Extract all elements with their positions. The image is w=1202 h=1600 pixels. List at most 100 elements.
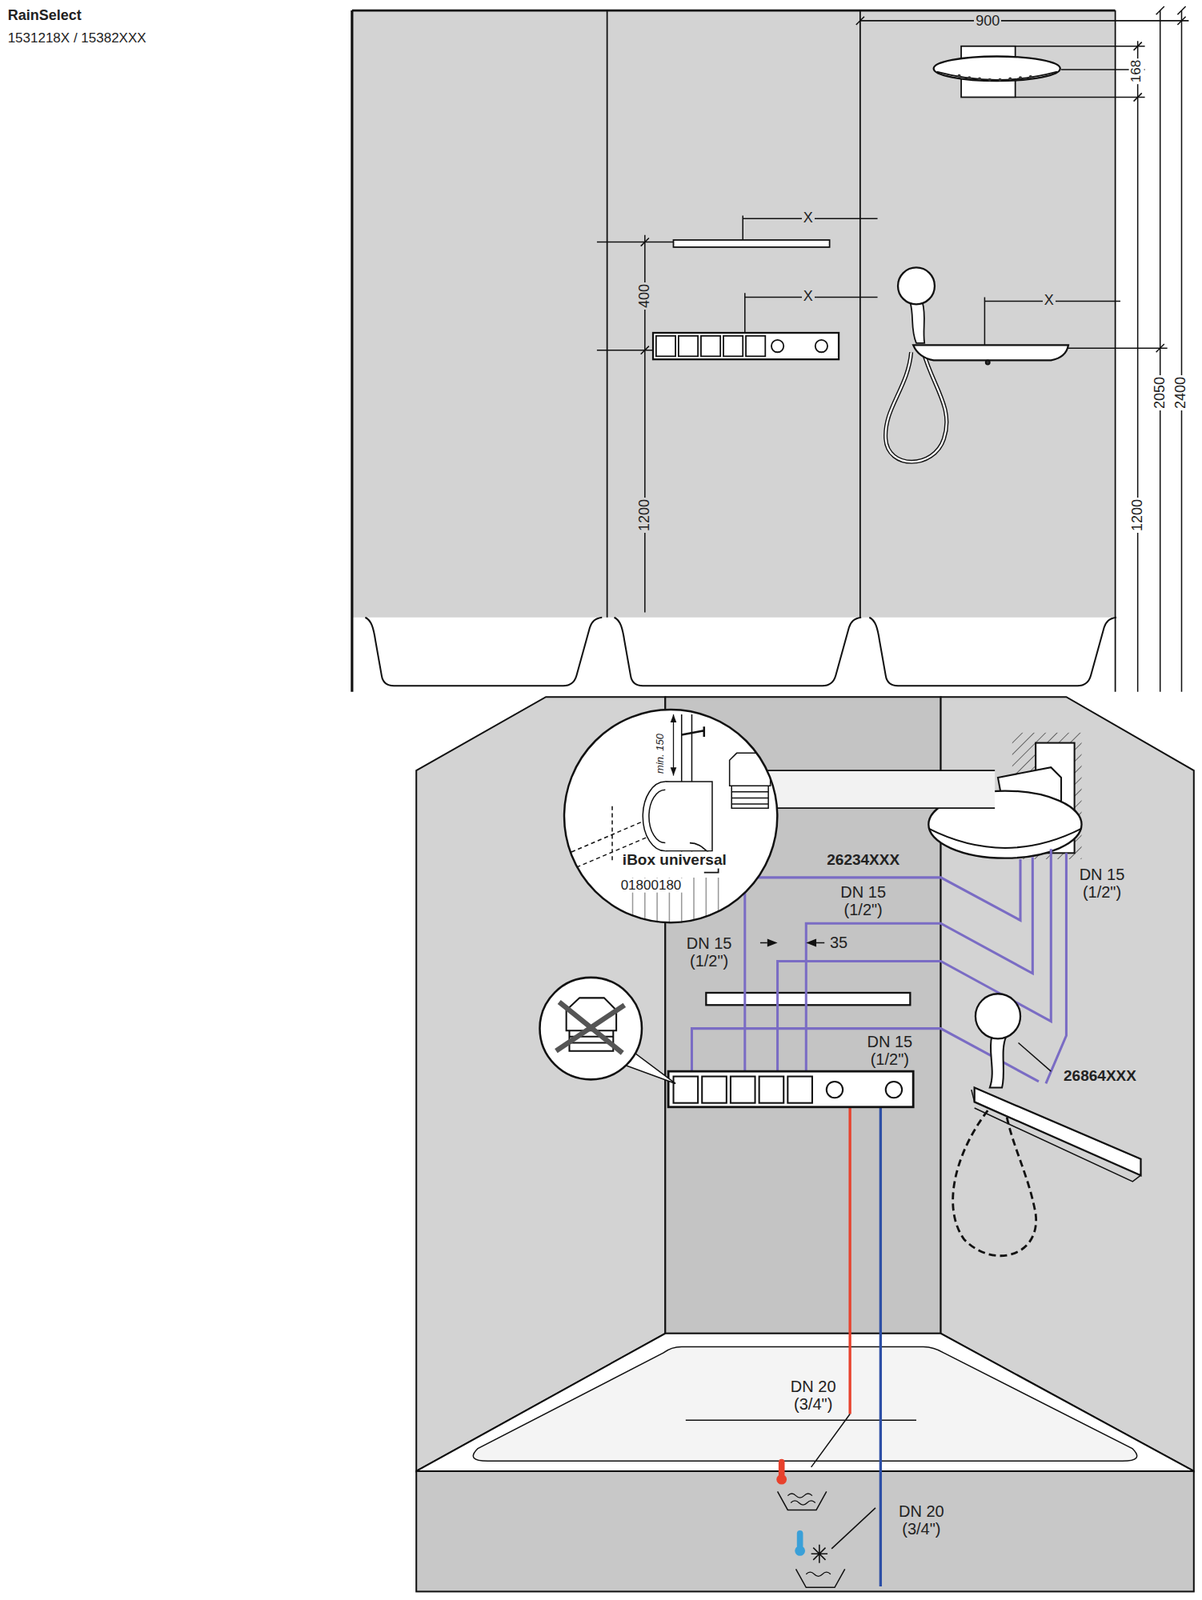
elevation-view-part [352,10,1116,618]
perspective-view-part-part [729,753,771,786]
perspective-view-part-part [670,767,678,776]
perspective-view-part-part [745,859,1021,1072]
perspective-view-part [563,709,778,925]
perspective-view-part [953,1101,1037,1256]
elevation-view-part [909,302,925,344]
perspective-view-part [975,993,1021,1039]
perspective-view-part [796,1569,846,1588]
product-title: RainSelect [6,8,84,25]
elevation-view-part [614,617,862,686]
perspective-view-part [767,938,778,947]
elevation-view-part [1015,46,1168,349]
perspective-view-part [826,1081,843,1098]
elevation-view-part [596,235,674,614]
perspective-view-part [730,1077,756,1104]
perspective-view-part [885,1081,902,1098]
perspective-view-part [668,1071,914,1108]
perspective-view-part-part [777,849,1052,1072]
perspective-view-part [777,1491,827,1511]
perspective-view-part [811,1414,876,1550]
elevation-view-part [352,9,1116,13]
dimension: X [801,210,815,227]
part-name: iBox universal [621,851,729,869]
perspective-view-part [974,1088,1142,1177]
elevation-view-part [885,352,947,462]
perspective-view-part [805,938,817,947]
elevation-view-part [1137,10,1182,693]
dimension: 2400 [1173,375,1190,411]
pipe-size: DN 15 (1/2") [833,883,894,919]
part-number: 01800180 [619,877,684,894]
perspective-view-part [472,1346,1137,1462]
elevation-view-part [897,267,935,305]
perspective-view-part [776,1474,787,1486]
elevation-view-part [742,215,1121,345]
perspective-view-part [673,1077,699,1104]
perspective-view-part [971,1089,1142,1182]
perspective-view-part [787,1494,815,1506]
dimension: 1200 [637,497,654,533]
perspective-view-part [759,1077,785,1104]
perspective-view-part [787,1077,813,1104]
dimension: 1200 [1129,497,1146,533]
elevation-view-part [957,74,1032,82]
elevation-view-part [936,72,1057,81]
perspective-view-part [1017,1042,1051,1072]
elevation-view-part [860,20,1190,22]
elevation-view-part [656,336,676,357]
elevation-view-part-part [1029,75,1033,79]
dimension: X [801,288,815,305]
perspective-view-part [767,770,995,809]
perspective-view-part [556,1001,625,1054]
elevation-view-part-part [967,76,971,80]
perspective-view-part-part [673,714,674,777]
perspective-view-part [989,1037,1006,1089]
elevation-view-part-part [988,78,992,82]
elevation-view-part [985,360,990,365]
pipe-size: DN 20 (3/4") [890,1502,952,1539]
perspective-view-part [701,1077,727,1104]
magnifier-callout: min. 150 iBox universal 01800180 [562,708,779,925]
part-number: 26234XXX [825,851,902,869]
elevation-view-part [673,240,830,248]
perspective-view-part [928,829,1082,849]
product-number: 1531218X / 15382XXX [6,31,149,47]
perspective-view-part [879,1107,882,1587]
perspective-view-part [416,1471,1194,1592]
elevation-view-part [678,336,698,357]
perspective-view-part [811,1545,828,1564]
elevation-view-part [815,340,828,353]
perspective-view-part [416,1334,1194,1472]
dimension: min. 150 [654,732,666,776]
callout-outline [564,709,778,923]
elevation-view-part-part [1008,77,1012,81]
perspective-view-part [767,770,995,809]
elevation-view-part [745,336,766,357]
elevation-view-part [869,617,1117,686]
elevation-view-part [701,336,721,357]
perspective-view-part [848,1107,851,1415]
elevation-view-part-part [1018,76,1022,80]
perspective-view-part-part [805,857,1033,1072]
elevation-view-part-part [957,74,961,78]
elevation-view-part [723,336,743,357]
elevation-view-part [364,617,602,686]
dimension: 400 [637,282,654,310]
elevation-view-part-part [998,78,1002,82]
perspective-view-part [539,977,642,1081]
dimension: X [1042,292,1056,309]
pipe-size: DN 15 (1/2") [1071,865,1133,902]
pipe-size: DN 20 (3/4") [782,1378,844,1414]
elevation-view [352,6,1190,693]
perspective-view [416,697,1194,1592]
elevation-view-part [653,332,839,360]
perspective-view-part-part [731,785,769,809]
dimension: 35 [828,933,850,952]
pipe-size: DN 15 (1/2") [859,1033,921,1069]
elevation-view-part [771,340,784,353]
dimension: 900 [973,13,1002,30]
dimension: 2050 [1152,375,1169,411]
elevation-view-part [856,6,1186,353]
dimension: 168 [1129,58,1145,85]
